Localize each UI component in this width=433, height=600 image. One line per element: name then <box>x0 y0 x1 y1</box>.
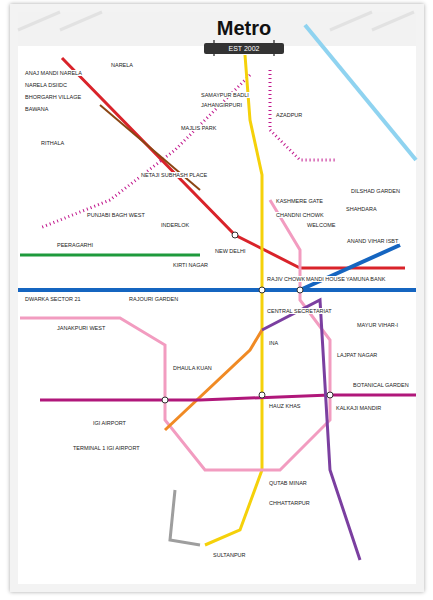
header-ground <box>18 12 416 46</box>
station-name: WELCOME <box>306 222 336 228</box>
station-name: ANAJ MANDI NARELA <box>24 70 83 76</box>
station-name: CENTRAL SECRETARIAT <box>266 308 333 314</box>
station-name: SULTANPUR <box>212 552 247 558</box>
map-title: Metro <box>217 17 271 40</box>
station-name: MAJLIS PARK <box>180 125 217 131</box>
station-name: DILSHAD GARDEN <box>350 188 401 194</box>
cyan-line <box>305 25 416 160</box>
violet-line <box>262 300 360 560</box>
station-name: HAUZ KHAS <box>268 403 301 409</box>
interchange-dots <box>162 232 333 403</box>
station-name: IGI AIRPORT <box>92 420 127 426</box>
band-text: EST 2002 <box>228 45 259 52</box>
station-name: PUNJABI BAGH WEST <box>86 212 146 218</box>
station-name: RAJOURI GARDEN <box>128 296 179 302</box>
station-name: INA <box>268 340 279 346</box>
station-name: LAJPAT NAGAR <box>336 352 378 358</box>
station-name: NEW DELHI <box>214 248 247 254</box>
station-name: NARELA DSIIDC <box>24 82 68 88</box>
station-name: MAYUR VIHAR-I <box>356 322 399 328</box>
station-name: SHAHDARA <box>345 206 378 212</box>
red-line <box>62 58 405 268</box>
station-name: NARELA <box>110 62 134 68</box>
station-name: DHAULA KUAN <box>172 365 213 371</box>
station-name: BAWANA <box>24 106 49 112</box>
station-name: TERMINAL 1 IGI AIRPORT <box>72 445 141 451</box>
station-name: KASHMERE GATE <box>275 198 324 204</box>
station-name: INDERLOK <box>160 222 190 228</box>
station-name: JANAKPURI WEST <box>56 325 106 331</box>
station-name: CHANDNI CHOWK <box>275 212 325 218</box>
pink-line <box>20 200 330 470</box>
station-name: DWARKA SECTOR 21 <box>24 296 82 302</box>
green-line <box>20 254 200 257</box>
station-name: CHHATTARPUR <box>268 500 311 506</box>
station-name: BHORGARH VILLAGE <box>24 94 82 100</box>
station-name: KALKAJI MANDIR <box>335 405 382 411</box>
station-name: ANAND VIHAR ISBT <box>346 238 399 244</box>
orange-line <box>165 330 262 430</box>
grey-line <box>170 490 200 545</box>
station-name: KIRTI NAGAR <box>172 262 209 268</box>
year-band: EST 2002 <box>204 43 284 54</box>
station-name: MANDI HOUSE <box>305 276 346 282</box>
magenta-line <box>40 395 416 400</box>
station-name: RITHALA <box>40 140 65 146</box>
header-stripes <box>18 12 414 30</box>
station-name: NETAJI SUBHASH PLACE <box>140 172 208 178</box>
station-name: AZADPUR <box>275 112 303 118</box>
station-name: JAHANGIRPURI <box>200 102 243 108</box>
station-name: RAJIV CHOWK <box>266 276 306 282</box>
station-name: SAMAYPUR BADLI <box>200 92 250 98</box>
station-name: BOTANICAL GARDEN <box>352 382 410 388</box>
station-name: YAMUNA BANK <box>345 276 386 282</box>
station-name: QUTAB MINAR <box>268 480 308 486</box>
blue-line <box>18 245 416 290</box>
station-name: PEERAGARHI <box>56 242 94 248</box>
pink-dotted-line <box>270 70 335 160</box>
